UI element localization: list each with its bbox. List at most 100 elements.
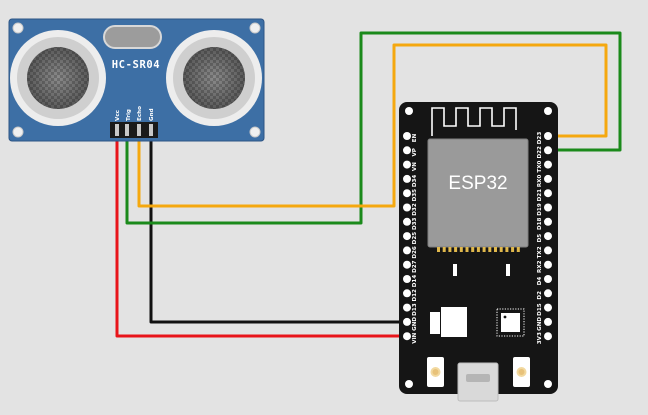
board-pin-right-d22[interactable]: [544, 146, 552, 155]
wire-trig-d22[interactable]: [125, 31, 622, 225]
board-pin-label-right-d22: D22: [537, 146, 543, 159]
castellation-pad: [505, 247, 509, 252]
board-pin-right-d2[interactable]: [544, 289, 552, 298]
sensor-model-label: HC-SR04: [112, 59, 160, 71]
boot-button[interactable]: [513, 357, 530, 387]
chip-label: ESP32: [448, 173, 507, 194]
board-pin-label-right-rx2: RX2: [537, 260, 543, 273]
crystal-oscillator: [103, 25, 162, 49]
castellation-pad: [459, 247, 463, 252]
board-pin-left-d33[interactable]: [403, 217, 411, 226]
board-pin-right-rx2[interactable]: [544, 260, 552, 269]
castellation-pad: [476, 247, 480, 252]
sensor-pin-trig[interactable]: [125, 124, 129, 136]
voltage-regulator: [430, 307, 467, 337]
castellation-pad: [437, 247, 440, 252]
board-pin-label-right-d18: D18: [537, 217, 543, 230]
mount-hole: [249, 22, 261, 34]
board-pin-right-d23[interactable]: [544, 132, 552, 140]
board-pin-left-d32[interactable]: [403, 203, 411, 212]
board-pin-label-left-vn: VN: [412, 162, 418, 171]
sensor-pin-gnd[interactable]: [149, 124, 153, 136]
sensor-pin-vcc[interactable]: [115, 124, 119, 136]
board-pin-label-left-vp: VP: [412, 148, 418, 156]
board-pin-label-left-d25: D25: [412, 232, 418, 245]
board-pin-label-left-vin: VIN: [412, 332, 418, 343]
board-pin-left-d26[interactable]: [403, 246, 411, 255]
board-pin-left-vn[interactable]: [403, 160, 411, 169]
board-pin-left-d25[interactable]: [403, 232, 411, 241]
board-pin-label-right-d21: D21: [537, 189, 543, 202]
board-pin-right-d4[interactable]: [544, 275, 552, 283]
castellation-pad: [494, 247, 497, 252]
castellation-pad: [516, 247, 520, 252]
castellation-pad: [511, 247, 515, 252]
board-pin-label-left-d33: D33: [412, 217, 418, 230]
board-pin-label-left-d14: D14: [412, 275, 418, 288]
wire-vcc-vin[interactable]: [115, 138, 407, 338]
board-pin-label-right-d2: D2: [537, 291, 543, 300]
sensor-pin-label-trig: Trig: [126, 109, 132, 121]
wire-gnd-gnd[interactable]: [149, 138, 407, 324]
board-pin-label-right-d4: D4: [537, 277, 543, 286]
smd-component: [506, 264, 510, 276]
board-pin-right-gnd[interactable]: [544, 317, 552, 326]
castellation-pad: [482, 247, 486, 252]
board-pin-label-left-d12: D12: [412, 289, 418, 302]
board-pin-label-right-d5: D5: [537, 234, 543, 243]
board-pin-left-d12[interactable]: [403, 289, 411, 298]
en-button[interactable]: [427, 357, 444, 387]
board-pin-left-en[interactable]: [403, 132, 411, 140]
board-pin-label-right-tx0: TX0: [537, 160, 543, 172]
board-pin-label-right-tx2: TX2: [537, 246, 543, 258]
board-pin-left-d34[interactable]: [403, 174, 411, 183]
board-pin-label-left-d13: D13: [412, 303, 418, 316]
left-pin-header: ENVPVND34D35D32D33D25D26D27D14D12D13GNDV…: [403, 132, 418, 344]
hc-sr04-sensor[interactable]: HC-SR04 Vcc Trig Echo Gnd: [8, 18, 265, 142]
board-pin-right-tx0[interactable]: [544, 160, 552, 169]
esp32-module-shield: [428, 139, 528, 247]
board-pin-right-tx2[interactable]: [544, 246, 552, 255]
mount-hole: [12, 126, 24, 138]
board-pin-label-left-d35: D35: [412, 189, 418, 202]
board-pin-right-d21[interactable]: [544, 189, 552, 198]
castellation-pad: [465, 247, 469, 252]
board-pin-left-vin[interactable]: [403, 332, 411, 341]
castellation-pad: [442, 247, 446, 252]
transducer-right: [166, 30, 262, 126]
board-pin-right-3v3[interactable]: [544, 332, 552, 341]
board-pin-left-vp[interactable]: [403, 146, 411, 155]
board-pin-left-d27[interactable]: [403, 260, 411, 269]
board-pin-right-d5[interactable]: [544, 232, 552, 241]
board-pin-right-d18[interactable]: [544, 217, 552, 226]
board-pin-left-gnd[interactable]: [403, 317, 411, 326]
board-pin-left-d35[interactable]: [403, 189, 411, 198]
sensor-pin-label-gnd: Gnd: [149, 108, 155, 121]
board-pin-label-right-d19: D19: [537, 203, 543, 216]
mount-hole: [405, 380, 413, 388]
mount-hole: [12, 22, 24, 34]
board-pin-right-d15[interactable]: [544, 303, 552, 312]
board-pin-label-right-3v3: 3V3: [537, 332, 543, 344]
sensor-pin-label-vcc: Vcc: [115, 110, 121, 121]
esp32-board[interactable]: ESP32 EN: [399, 102, 558, 402]
module-castellations: [437, 247, 520, 252]
mount-hole: [544, 107, 552, 115]
antenna-trace: [431, 107, 517, 136]
board-pin-label-left-gnd: GND: [412, 317, 418, 331]
castellation-pad: [448, 247, 452, 252]
board-pin-right-rx0[interactable]: [544, 174, 552, 183]
usb-serial-chip: [496, 308, 525, 337]
micro-usb-port[interactable]: [457, 362, 499, 402]
smd-component: [453, 264, 457, 276]
board-pin-label-right-d23: D23: [537, 132, 543, 145]
mount-hole: [544, 380, 552, 388]
board-pin-left-d14[interactable]: [403, 275, 411, 283]
wire-echo-d23[interactable]: [137, 43, 608, 208]
board-pin-label-right-d15: D15: [537, 303, 543, 316]
board-pin-label-left-en: EN: [412, 133, 418, 142]
sensor-pin-echo[interactable]: [137, 124, 141, 136]
board-pin-left-d13[interactable]: [403, 303, 411, 312]
board-pin-right-d19[interactable]: [544, 203, 552, 212]
